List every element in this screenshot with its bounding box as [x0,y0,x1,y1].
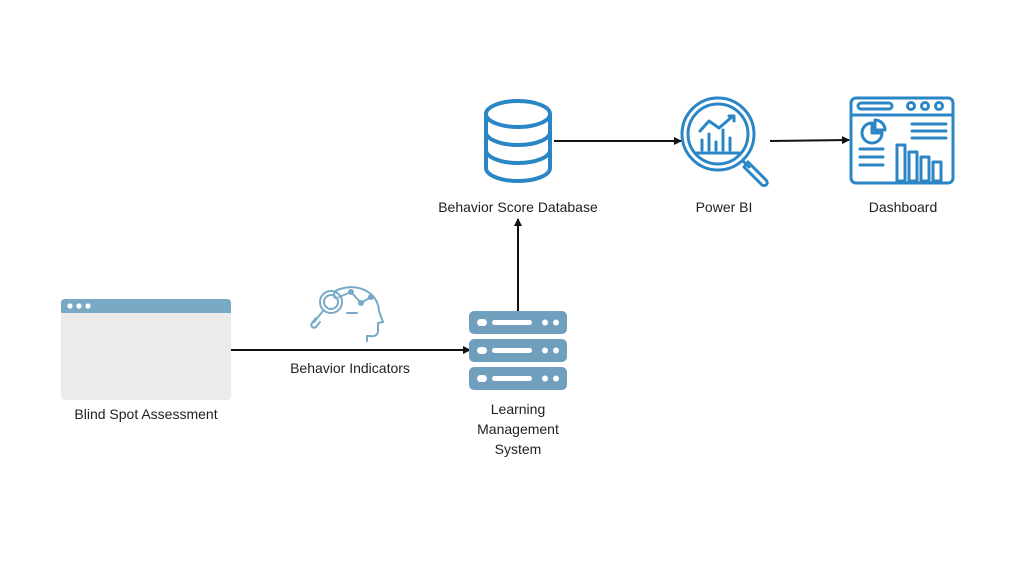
server-stack-icon [469,311,567,390]
powerbi-label: Power BI [695,199,753,215]
assessment-label: Blind Spot Assessment [74,406,218,422]
database-icon [484,99,552,183]
chart-magnifier-icon [680,96,769,187]
indicators-label: Behavior Indicators [290,360,410,376]
lms-label: Learning Management System [448,399,588,459]
head-magnifier-icon [310,286,384,342]
dashboard-icon [849,96,955,185]
browser-window-icon [61,299,231,400]
lms-label-line-2: Management [477,421,559,437]
lms-label-line-1: Learning [490,401,546,417]
lms-label-line-3: System [494,441,542,457]
database-label: Behavior Score Database [438,199,598,215]
dashboard-label: Dashboard [868,199,938,215]
arrow-powerbi-to-dashboard [769,136,850,145]
